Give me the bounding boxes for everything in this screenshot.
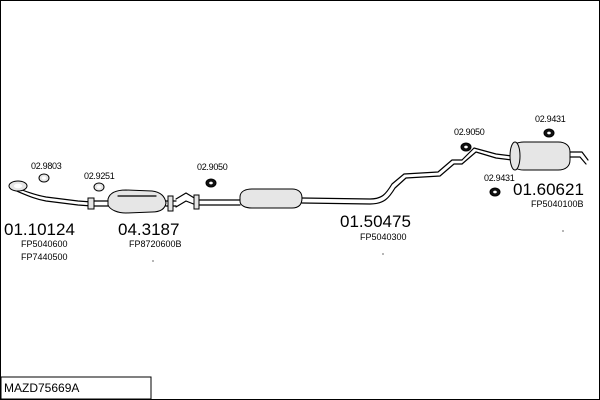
- rubber-hanger-icon[interactable]: [543, 128, 555, 138]
- assembly-part-number: 01.60621: [513, 180, 584, 199]
- assembly-ref: FP8720600B: [129, 239, 182, 249]
- hardware-label: 02.9251: [84, 171, 115, 181]
- hardware-label: 02.9050: [454, 127, 485, 137]
- marker-dot: [562, 230, 564, 232]
- assembly-ref: FP5040600: [21, 239, 68, 249]
- centre-pipe-silencer[interactable]: [198, 159, 463, 209]
- hardware-label: 02.9803: [31, 161, 62, 171]
- rubber-hanger-icon[interactable]: [460, 142, 472, 152]
- assembly-ref: FP5040100B: [531, 199, 584, 209]
- diagram-title: MAZD75669A: [4, 381, 79, 395]
- catalytic-converter[interactable]: [93, 189, 200, 214]
- gasket-ring-icon[interactable]: [38, 173, 50, 183]
- assembly-ref: FP5040300: [360, 232, 407, 242]
- marker-dot: [382, 253, 384, 255]
- rubber-hanger-icon[interactable]: [489, 187, 501, 197]
- rear-silencer[interactable]: [461, 141, 589, 171]
- marker-dot: [152, 260, 154, 262]
- hardware-label: 02.9431: [484, 173, 515, 183]
- assembly-part-number: 01.50475: [340, 212, 411, 231]
- front-pipe[interactable]: [8, 180, 95, 210]
- assembly-ref: FP7440500: [21, 252, 68, 262]
- gasket-ring-icon[interactable]: [93, 182, 105, 192]
- assembly-part-number: 04.3187: [118, 220, 179, 239]
- assembly-part-number: 01.10124: [4, 220, 75, 239]
- rubber-hanger-icon[interactable]: [205, 178, 217, 188]
- title-box: [0, 376, 152, 400]
- hardware-label: 02.9431: [535, 114, 566, 124]
- hardware-label: 02.9050: [197, 162, 228, 172]
